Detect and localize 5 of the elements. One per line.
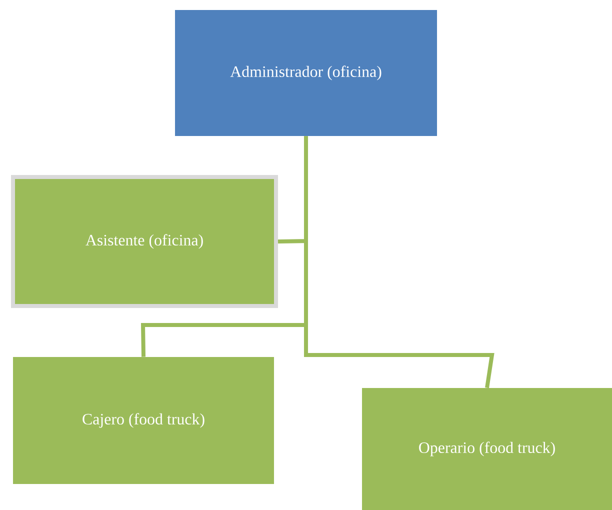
process-box: Asistente (oficina) bbox=[11, 174, 278, 308]
connector-line bbox=[304, 136, 494, 388]
process-box: Cajero (food truck) bbox=[13, 356, 274, 484]
process-box: Administrador (oficina) bbox=[175, 10, 437, 136]
process-box: Operario (food truck) bbox=[362, 388, 612, 510]
